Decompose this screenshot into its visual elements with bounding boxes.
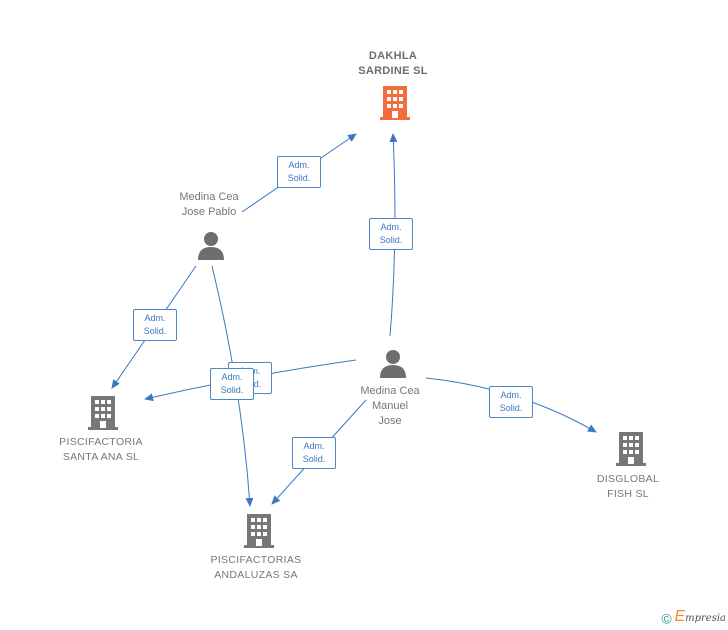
edge-label-jose-pablo-santa-ana[interactable]: Adm. Solid. bbox=[133, 309, 177, 341]
edge-label-manuel-jose-andaluzas[interactable]: Adm. Solid. bbox=[292, 437, 336, 469]
node-label-santa-ana[interactable]: PISCIFACTORIA SANTA ANA SL bbox=[59, 436, 143, 463]
edge-label-manuel-jose-santa-ana[interactable]: Adm. Solid. bbox=[210, 368, 254, 400]
empresia-logo-initial: E bbox=[674, 607, 686, 625]
node-label-manuel-jose[interactable]: Medina Cea Manuel Jose bbox=[360, 385, 420, 427]
node-label-andaluzas[interactable]: PISCIFACTORIAS ANDALUZAS SA bbox=[210, 554, 302, 581]
copyright-symbol: © bbox=[661, 610, 672, 626]
node-label-disglobal[interactable]: DISGLOBAL FISH SL bbox=[596, 473, 660, 500]
edge-label-manuel-jose-dakhla[interactable]: Adm. Solid. bbox=[369, 218, 413, 250]
node-label-jose-pablo[interactable]: Medina Cea Jose Pablo bbox=[179, 191, 239, 218]
building-icon[interactable] bbox=[88, 396, 118, 430]
edge-label-jose-pablo-dakhla[interactable]: Adm. Solid. bbox=[277, 156, 321, 188]
footer-brand: © Empresia bbox=[661, 608, 726, 626]
building-icon[interactable] bbox=[616, 432, 646, 466]
empresia-logo-text: mpresia bbox=[685, 612, 726, 624]
person-icon[interactable] bbox=[196, 230, 226, 260]
node-label-dakhla-sardine[interactable]: DAKHLA SARDINE SL bbox=[358, 50, 428, 77]
building-icon[interactable] bbox=[244, 514, 274, 548]
edge-label-manuel-jose-disglobal[interactable]: Adm. Solid. bbox=[489, 386, 533, 418]
building-icon[interactable] bbox=[380, 86, 410, 120]
person-icon[interactable] bbox=[378, 348, 408, 378]
